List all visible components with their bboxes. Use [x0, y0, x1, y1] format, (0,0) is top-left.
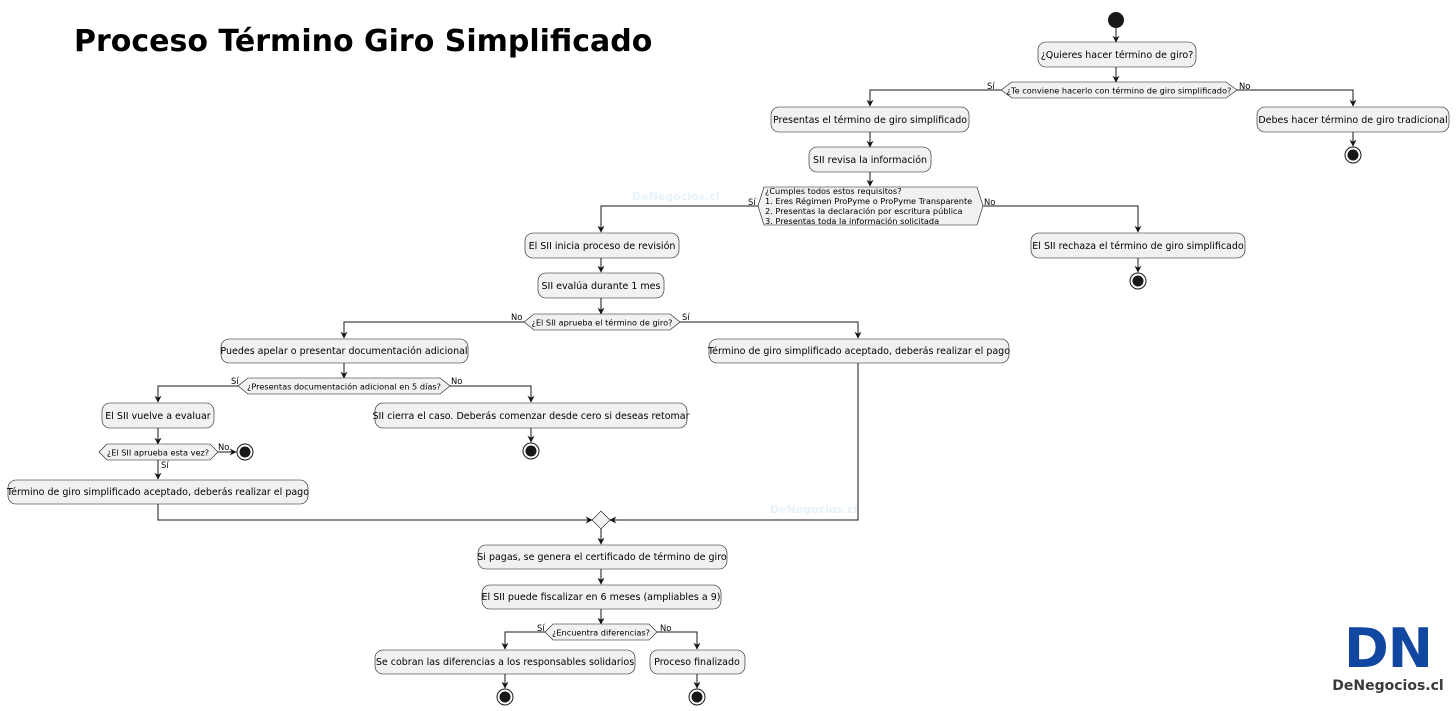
- svg-text:No: No: [218, 442, 229, 452]
- svg-text:Se cobran las diferencias a lo: Se cobran las diferencias a los responsa…: [376, 657, 634, 668]
- svg-text:El SII rechaza el término de g: El SII rechaza el término de giro simpli…: [1032, 241, 1244, 252]
- node-cobran: Se cobran las diferencias a los responsa…: [374, 649, 636, 675]
- decision-5-dias: ¿Presentas documentación adicional en 5 …: [237, 377, 451, 395]
- svg-text:No: No: [1239, 81, 1250, 91]
- watermark-top: DeNegocios.cl: [632, 190, 720, 203]
- svg-text:¿Te conviene hacerlo con térmi: ¿Te conviene hacerlo con término de giro…: [1007, 86, 1232, 96]
- node-rechaza: El SII rechaza el término de giro simpli…: [1030, 232, 1246, 259]
- branch-labels: Sí No Sí No No Sí Sí No No Sí Sí No: [161, 81, 1250, 633]
- svg-text:Puedes apelar o presentar docu: Puedes apelar o presentar documentación …: [220, 346, 467, 357]
- decision-diferencias: ¿Encuentra diferencias?: [544, 623, 658, 641]
- svg-text:Sí: Sí: [231, 376, 239, 386]
- node-apelar: Puedes apelar o presentar documentación …: [220, 338, 469, 364]
- decision-aprueba-vez: ¿El SII aprueba esta vez?: [98, 443, 219, 461]
- svg-text:Proceso finalizado: Proceso finalizado: [654, 657, 740, 668]
- svg-text:Presentas el término de giro s: Presentas el término de giro simplificad…: [773, 115, 967, 126]
- end-node-cobran: [496, 688, 514, 706]
- node-termino-tradicional: Debes hacer término de giro tradicional: [1256, 106, 1450, 133]
- svg-text:SII revisa la información: SII revisa la información: [813, 155, 927, 166]
- svg-text:¿El SII aprueba esta vez?: ¿El SII aprueba esta vez?: [107, 448, 209, 458]
- svg-text:No: No: [660, 623, 671, 633]
- diagram-title: Proceso Término Giro Simplificado: [74, 24, 653, 59]
- node-sii-revisa: SII revisa la información: [808, 146, 932, 173]
- svg-text:No: No: [984, 197, 995, 207]
- svg-text:Término de giro simplificado a: Término de giro simplificado aceptado, d…: [707, 346, 1010, 357]
- svg-text:Debes hacer término de giro tr: Debes hacer término de giro tradicional: [1258, 115, 1447, 126]
- svg-text:SII evalúa durante 1 mes: SII evalúa durante 1 mes: [542, 281, 661, 292]
- svg-text:Si pagas, se genera el certifi: Si pagas, se genera el certificado de té…: [477, 552, 727, 563]
- svg-text:¿Presentas documentación adici: ¿Presentas documentación adicional en 5 …: [247, 382, 441, 392]
- brand-logo: DN DeNegocios.cl: [1332, 617, 1444, 695]
- start-node: [1108, 12, 1124, 28]
- node-evalua-mes: SII evalúa durante 1 mes: [537, 272, 665, 299]
- svg-text:¿Cumples todos estos requisito: ¿Cumples todos estos requisitos?: [765, 186, 902, 196]
- svg-text:Sí: Sí: [161, 460, 169, 470]
- svg-text:¿El SII aprueba el término de: ¿El SII aprueba el término de giro?: [532, 318, 673, 328]
- svg-text:Término de giro simplificado a: Término de giro simplificado aceptado, d…: [6, 487, 309, 498]
- node-inicia-revision: El SII inicia proceso de revisión: [524, 232, 680, 259]
- svg-text:El SII vuelve a evaluar: El SII vuelve a evaluar: [105, 411, 211, 422]
- svg-text:El SII inicia proceso de revis: El SII inicia proceso de revisión: [529, 241, 676, 252]
- end-node-cierra: [522, 442, 540, 460]
- node-certificado: Si pagas, se genera el certificado de té…: [477, 544, 728, 570]
- svg-text:3. Presentas toda la informaci: 3. Presentas toda la información solicit…: [765, 216, 939, 226]
- watermark-bottom: DeNegocios.cl: [770, 503, 858, 516]
- node-cierra-caso: SII cierra el caso. Deberás comenzar des…: [372, 402, 690, 429]
- svg-text:Sí: Sí: [987, 81, 995, 91]
- node-vuelve-evaluar: El SII vuelve a evaluar: [101, 402, 215, 429]
- node-aceptado-1: Término de giro simplificado aceptado, d…: [707, 338, 1010, 364]
- decision-conviene: ¿Te conviene hacerlo con término de giro…: [1000, 81, 1238, 99]
- svg-text:SII cierra el caso. Deberás co: SII cierra el caso. Deberás comenzar des…: [372, 411, 689, 422]
- node-finalizado: Proceso finalizado: [649, 649, 746, 675]
- node-aceptado-2: Término de giro simplificado aceptado, d…: [6, 479, 309, 505]
- end-node-finalizado: [688, 688, 706, 706]
- end-node-tradicional: [1344, 146, 1362, 164]
- end-node-rechaza: [1129, 272, 1147, 290]
- node-fiscalizar: El SII puede fiscalizar en 6 meses (ampl…: [482, 584, 722, 610]
- svg-text:No: No: [451, 376, 462, 386]
- merge-diamond: [591, 510, 611, 530]
- logo-name: DeNegocios.cl: [1332, 678, 1444, 694]
- svg-text:2. Presentas la declaración po: 2. Presentas la declaración por escritur…: [765, 206, 963, 216]
- svg-text:1. Eres Régimen ProPyme o ProP: 1. Eres Régimen ProPyme o ProPyme Transp…: [765, 196, 972, 206]
- edges: [154, 28, 1357, 689]
- decision-requisitos: ¿Cumples todos estos requisitos? 1. Eres…: [757, 186, 984, 226]
- node-quieres-termino: ¿Quieres hacer término de giro?: [1037, 41, 1197, 68]
- svg-text:¿Encuentra diferencias?: ¿Encuentra diferencias?: [552, 628, 650, 638]
- svg-text:Sí: Sí: [748, 197, 756, 207]
- svg-text:¿Quieres hacer término de giro: ¿Quieres hacer término de giro?: [1041, 50, 1194, 61]
- node-presentas-simplificado: Presentas el término de giro simplificad…: [770, 106, 970, 133]
- logo-mark: DN: [1343, 617, 1433, 680]
- svg-text:Sí: Sí: [682, 312, 690, 322]
- end-node-no-aprueba: [236, 443, 254, 461]
- svg-text:El SII puede fiscalizar en 6 m: El SII puede fiscalizar en 6 meses (ampl…: [482, 592, 721, 603]
- svg-text:Sí: Sí: [537, 623, 545, 633]
- decision-aprueba: ¿El SII aprueba el término de giro?: [523, 313, 681, 331]
- svg-text:No: No: [511, 312, 522, 322]
